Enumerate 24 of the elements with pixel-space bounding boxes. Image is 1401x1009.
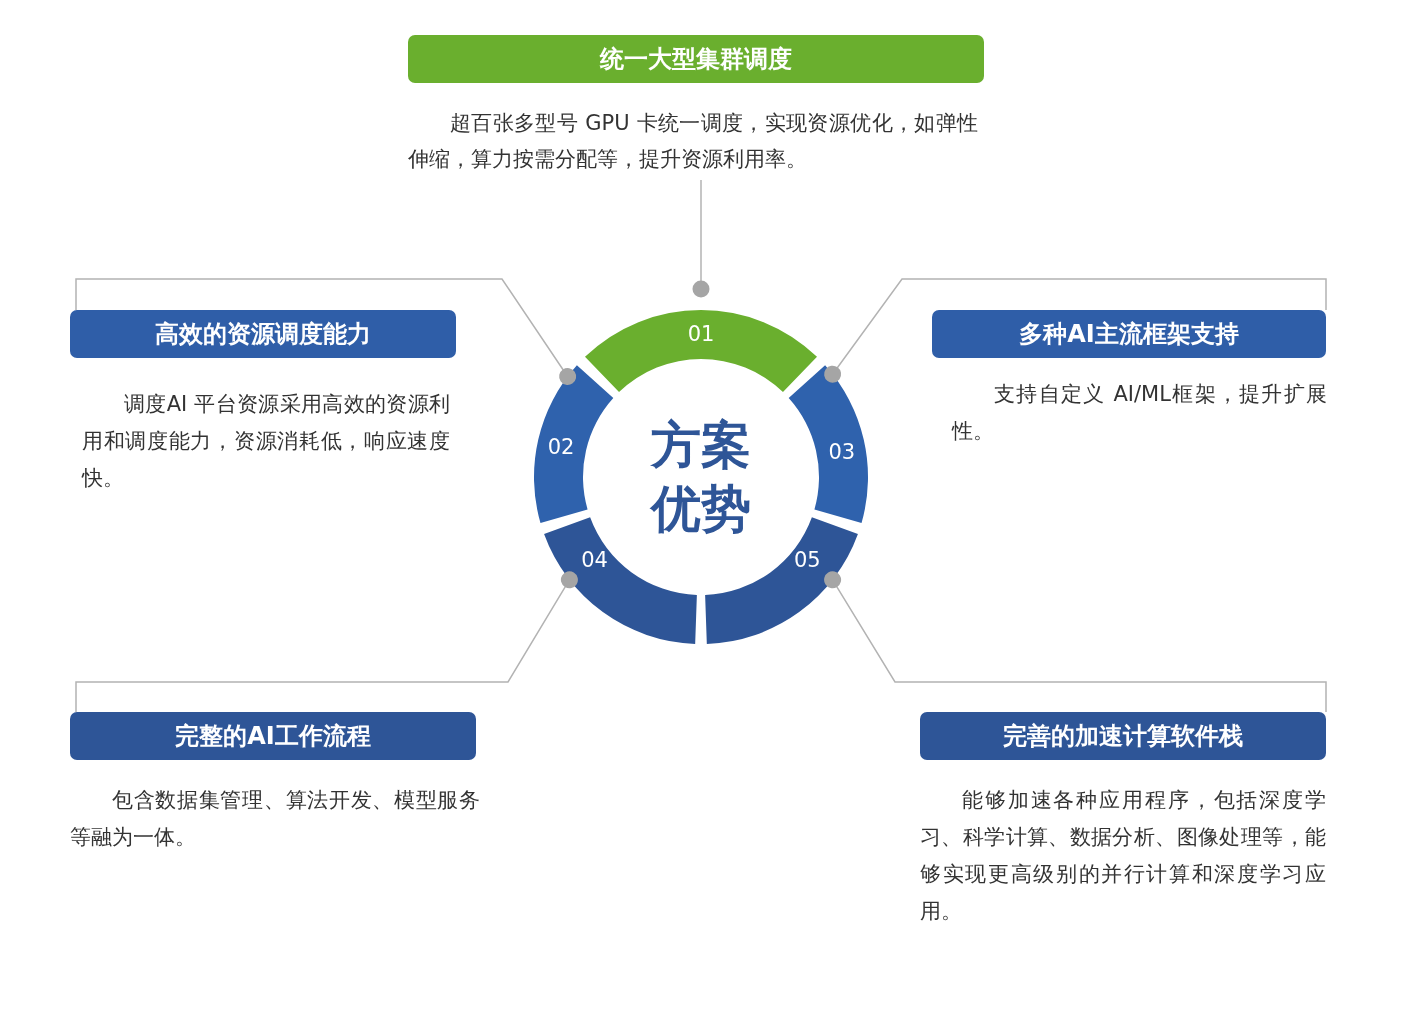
leader-line xyxy=(75,571,578,713)
ring-segment xyxy=(534,365,614,524)
segment-number: 03 xyxy=(828,440,856,465)
ring-segment xyxy=(585,310,817,393)
segment-number: 04 xyxy=(581,548,608,573)
description-text: 包含数据集管理、算法开发、模型服务等融为一体。 xyxy=(70,787,480,851)
ring-segment xyxy=(788,365,868,524)
heading-bar: 高效的资源调度能力 xyxy=(70,310,456,358)
center-title: 方案优势 xyxy=(649,415,752,540)
heading-bar: 统一大型集群调度 xyxy=(408,35,984,83)
heading-bar: 多种AI主流框架支持 xyxy=(932,310,1326,358)
segment-number: 02 xyxy=(547,435,575,460)
description-text: 超百张多型号 GPU 卡统一调度，实现资源优化，如弹性伸缩，算力按需分配等，提升资源利用率。 xyxy=(408,110,978,173)
leader-line xyxy=(75,278,577,385)
description-text: 调度AI 平台资源采用高效的资源利用和调度能力，资源消耗低，响应速度快。 xyxy=(82,391,450,492)
leader-line xyxy=(824,278,1327,383)
description-text: 能够加速各种应用程序，包括深度学习、科学计算、数据分析、图像处理等，能够实现更高级别的并行计算和深度学习应用。 xyxy=(920,787,1326,925)
segment-number: 01 xyxy=(687,322,715,346)
heading-bar: 完善的加速计算软件栈 xyxy=(920,712,1326,760)
segment-number: 05 xyxy=(794,548,821,573)
leader-line xyxy=(692,179,710,298)
description-text: 支持自定义 AI/ML框架，提升扩展性。 xyxy=(952,381,1327,445)
leader-line xyxy=(824,571,1327,713)
heading-bar: 完整的AI工作流程 xyxy=(70,712,476,760)
